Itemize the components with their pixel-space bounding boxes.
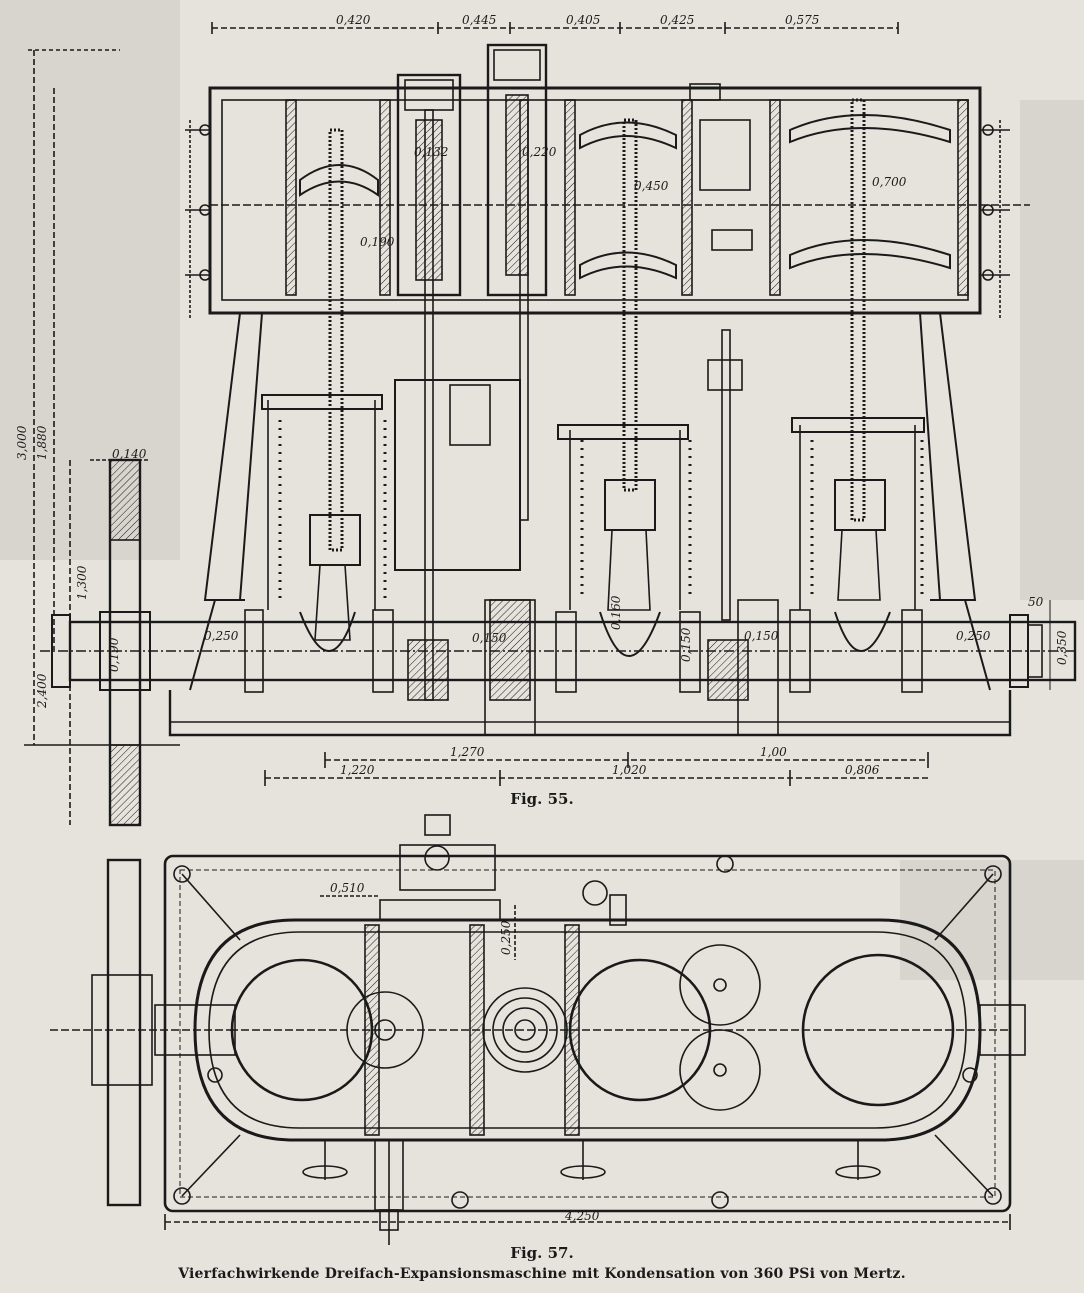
dim-crank-160: 0,160 [609, 595, 623, 630]
dim-bottom-1020: 1,020 [612, 763, 647, 777]
dim-bottom-1270: 1,270 [450, 745, 485, 759]
dim-top-575: 0,575 [785, 13, 819, 27]
dim-top-405: 0,405 [566, 13, 600, 27]
dim-top-420: 0,420 [336, 13, 371, 27]
dim-flywheel-140: 0,140 [112, 447, 147, 461]
dim-shaft-190: 0,190 [107, 637, 121, 672]
bottom-dimension-lines [264, 752, 929, 786]
crankshaft [40, 599, 1077, 701]
drawing-caption: Vierfachwirkende Dreifach-Expansionsmasc… [178, 1266, 906, 1282]
dim-height-3000: 3,000 [15, 425, 29, 460]
dim-cyl-132: 0,132 [414, 145, 448, 159]
dim-cyl-700: 0,700 [872, 175, 907, 189]
background-page-bleed [0, 0, 1084, 980]
top-dimension-line [211, 22, 899, 34]
dim-bottom-806: 0,806 [845, 763, 880, 777]
plan-cylinder-block [193, 918, 982, 1142]
dim-plan-250: 0,250 [499, 920, 513, 955]
left-flange-bolts [185, 120, 211, 320]
dim-top-445: 0,445 [462, 13, 496, 27]
figure-55-label: Fig. 55. [510, 790, 574, 808]
dim-height-2400: 2,400 [35, 673, 49, 709]
plan-base-frame [163, 854, 1012, 1213]
figure-57-label: Fig. 57. [510, 1244, 574, 1262]
base-plate [168, 599, 1012, 737]
dim-shaft-350: 0,350 [1055, 630, 1069, 665]
dim-right-50: 50 [1028, 595, 1044, 609]
dim-cyl-190: 0,190 [360, 235, 395, 249]
dim-cyl-450: 0,450 [634, 179, 669, 193]
plan-view-drawing [50, 814, 1026, 1245]
plan-hand-wheels [302, 1140, 881, 1180]
dim-bottom-100: 1,00 [760, 745, 787, 759]
plan-valve-gear [379, 814, 627, 926]
dim-shaft-250-left: 0,250 [204, 629, 239, 643]
dim-cyl-220: 0,220 [522, 145, 557, 159]
dim-shaft-150-left: 0,150 [472, 631, 507, 645]
left-vertical-dimension-lines [24, 49, 180, 825]
plan-corner-bolts [173, 855, 1002, 1209]
flywheel-side-view [90, 458, 151, 827]
piston-rods [328, 98, 866, 701]
dim-top-425: 0,425 [660, 13, 694, 27]
dim-plan-4250: 4,250 [564, 1209, 600, 1223]
dim-height-1880: 1,880 [35, 425, 49, 460]
dim-plan-510: 0,510 [330, 881, 365, 895]
plan-cylinders [230, 924, 955, 1136]
dim-crank-150-right: 0,150 [679, 627, 693, 662]
crossheads-and-connecting-rods [309, 359, 886, 641]
dim-bottom-1220: 1,220 [340, 763, 375, 777]
right-flange-bolts [980, 120, 1010, 320]
dim-shaft-250-right: 0,250 [956, 629, 991, 643]
dim-shaft-150-right: 0,150 [744, 629, 779, 643]
cylinder-block [185, 43, 1030, 320]
dim-flywheel-1300: 1,300 [75, 565, 89, 600]
plan-valve-stem-lower [374, 1139, 404, 1245]
side-elevation-drawing: 0,420 0,445 0,405 0,425 0,575 [15, 13, 1077, 827]
plan-flywheel-and-shaft [91, 858, 1026, 1207]
